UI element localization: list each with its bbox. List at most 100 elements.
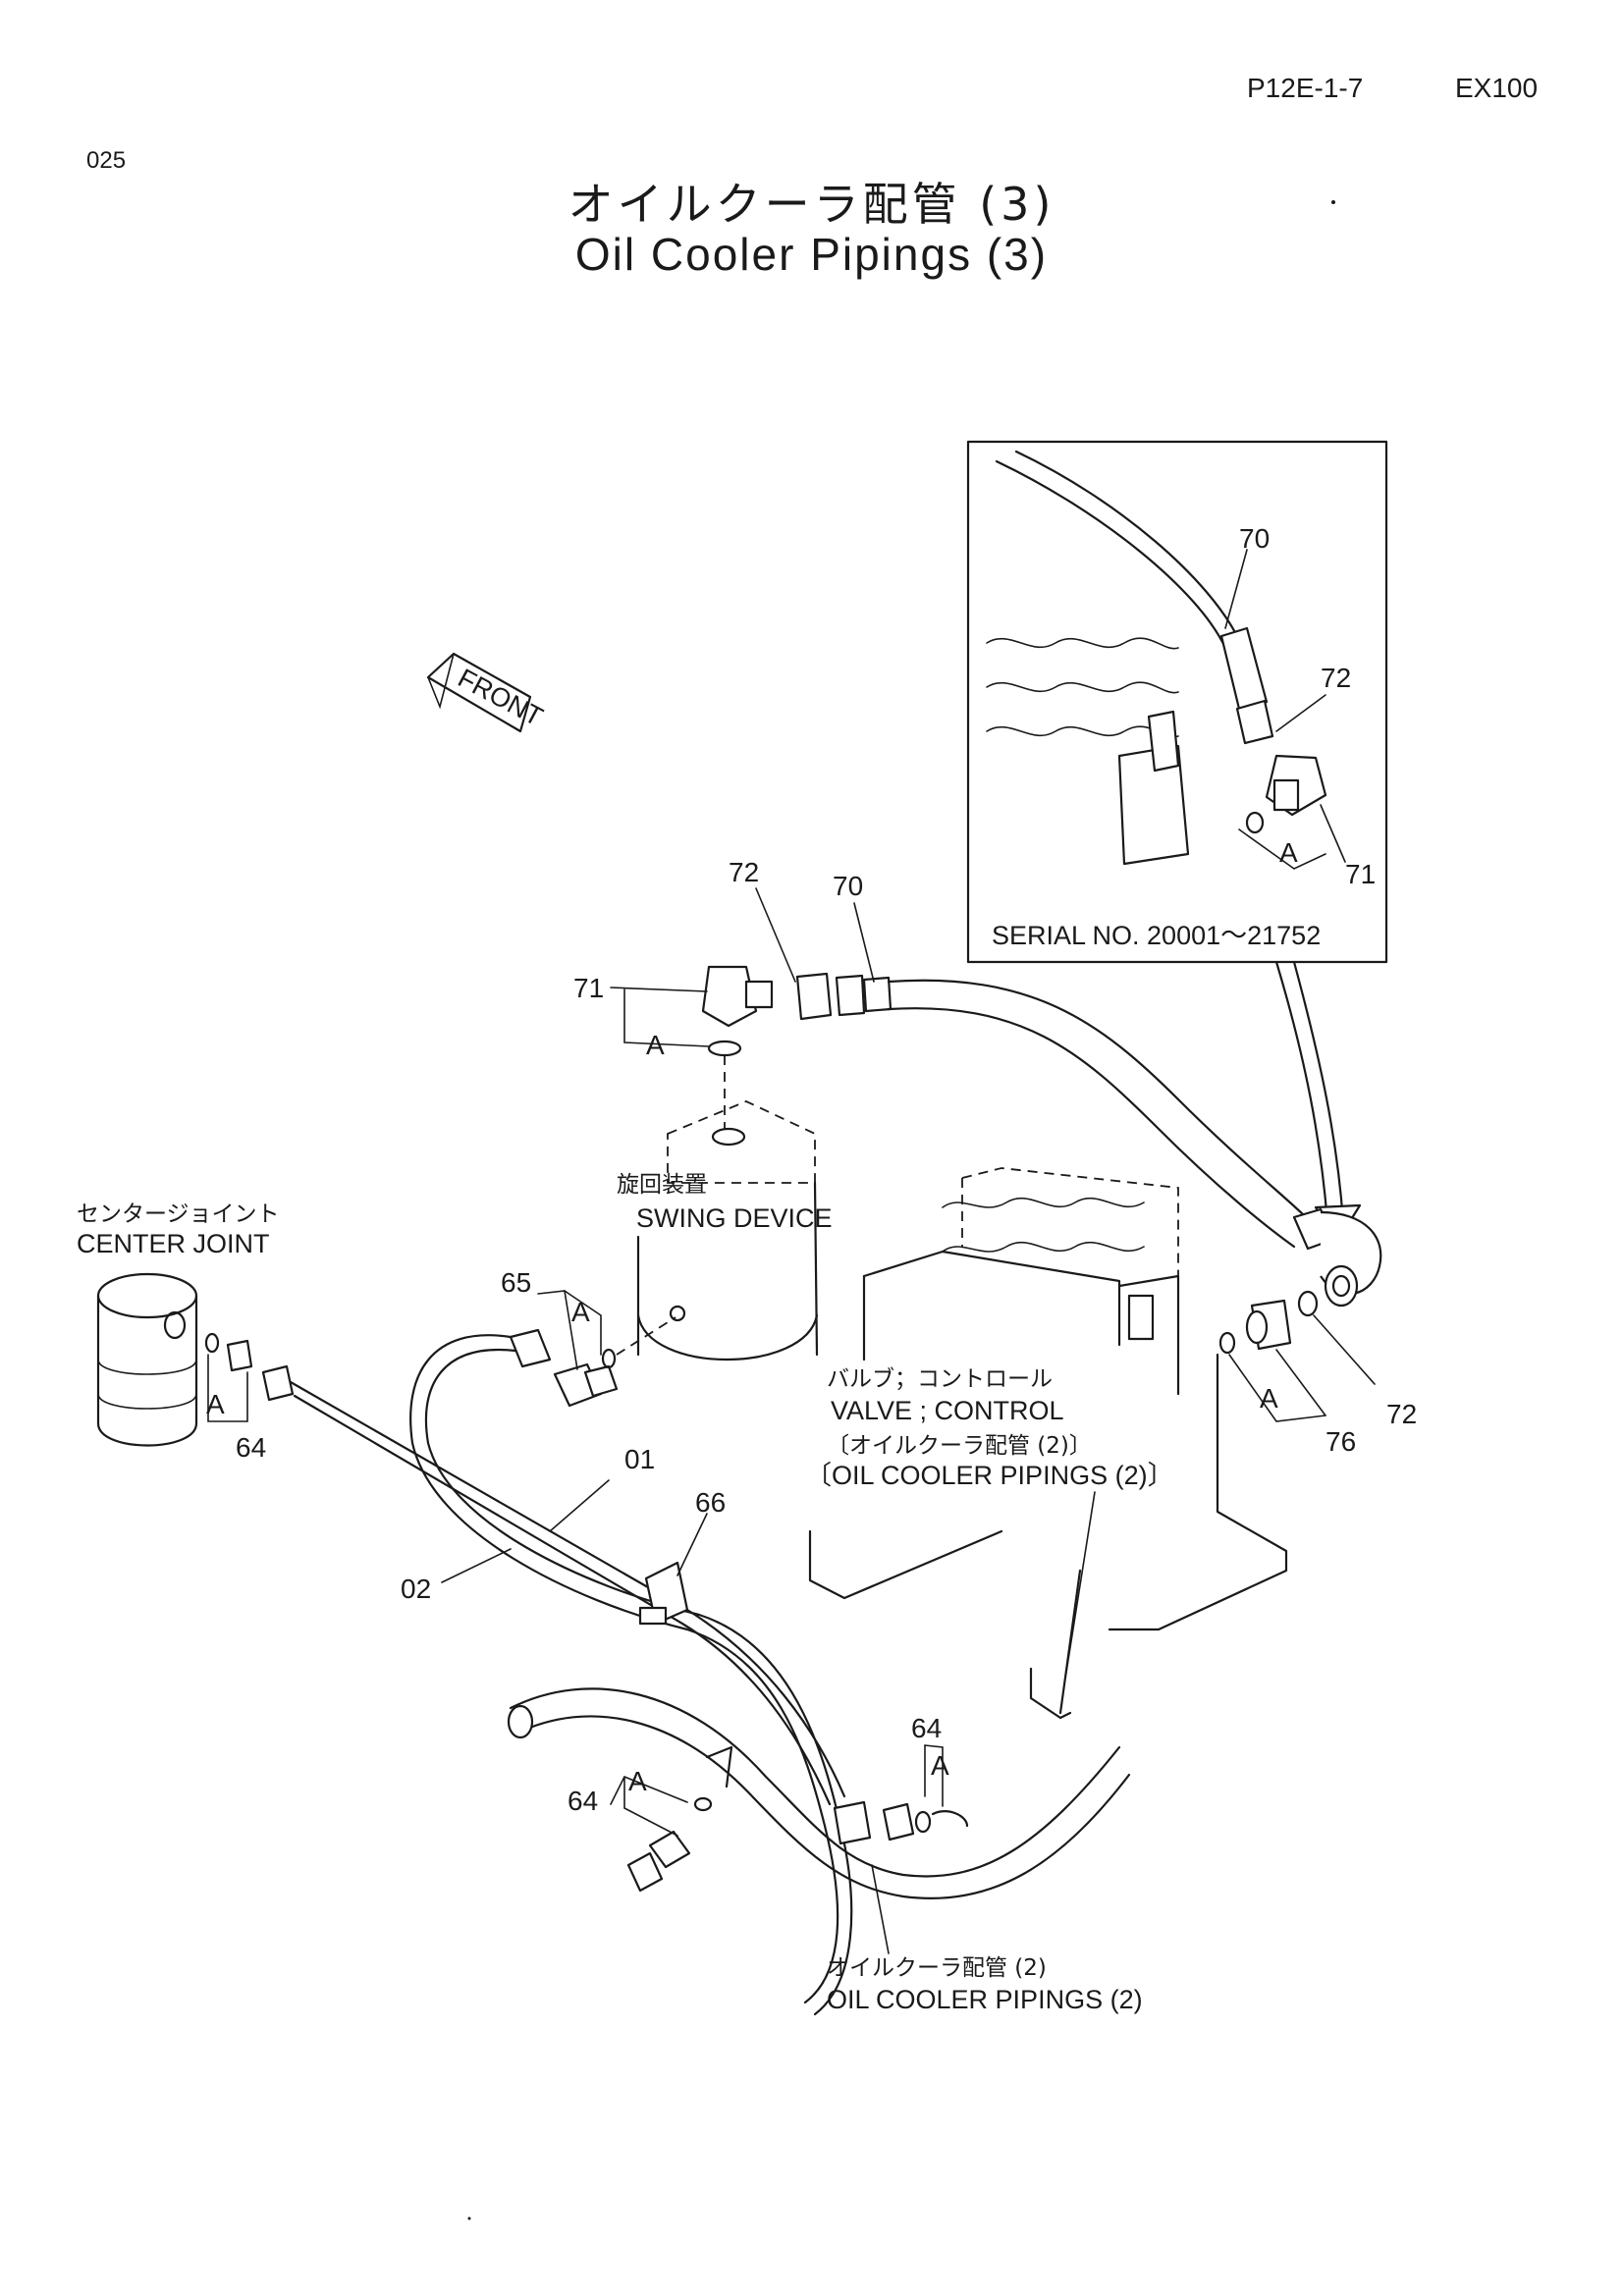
bottom-pipe-assembly: 64 A 64 A オイルクーラ配管 (2) OIL COOLER PIPING…	[507, 1687, 1143, 2014]
inset-hose-outer	[995, 459, 1227, 650]
hose-02-edge-a	[289, 1380, 846, 1798]
adapter-64-mid	[882, 1802, 915, 1842]
callout-72-top: 72	[729, 857, 759, 887]
valve-base-foot	[1029, 1667, 1072, 1720]
oil-cooler-pipe-edge-b	[514, 1715, 1131, 1900]
swing-device-label-jp: 旋回装置	[617, 1172, 707, 1198]
callout-65: 65	[501, 1267, 531, 1298]
center-joint: センタージョイント CENTER JOINT A 64	[77, 1201, 295, 1463]
swing-device-side-port	[669, 1305, 686, 1322]
valve-label-jp: バルブ；コントロール	[827, 1366, 1053, 1392]
nut-70-a	[795, 972, 833, 1021]
front-arrow-tip	[427, 653, 455, 710]
pipe-open-end	[507, 1704, 534, 1739]
swing-device: 旋回装置 SWING DEVICE	[617, 1100, 833, 1361]
inset-frame	[966, 440, 1388, 964]
o-ring-76	[1218, 1331, 1236, 1355]
callout-01: 01	[624, 1444, 655, 1474]
hose-70-end-bore	[1331, 1274, 1351, 1298]
callout-76: 76	[1325, 1426, 1356, 1457]
inset-leader-70	[1224, 549, 1248, 629]
inset-leader-71	[1238, 828, 1326, 870]
valve-wave-2	[942, 1241, 1145, 1253]
callout-64-left: 64	[236, 1432, 266, 1463]
adapter-76-assembly: A 72 76	[1218, 1290, 1417, 1457]
center-joint-label-en: CENTER JOINT	[77, 1229, 270, 1258]
swing-device-port	[711, 1127, 746, 1147]
center-joint-bottom	[96, 1421, 198, 1447]
inset-callout-72: 72	[1321, 663, 1351, 693]
o-ring-64-mid	[914, 1810, 932, 1834]
adapter-64-left	[226, 1339, 253, 1372]
o-ring-65	[601, 1348, 617, 1369]
swing-device-bottom	[636, 1313, 819, 1361]
callout-64-mid: 64	[911, 1713, 942, 1743]
elbow-65-assembly: 65 A	[501, 1267, 676, 1408]
callout-70-top: 70	[833, 871, 863, 901]
inset-hose-inner	[1014, 450, 1241, 642]
inset-leader-71b	[1320, 804, 1346, 863]
leader-64-bottom	[610, 1776, 678, 1837]
valve-block-side	[1117, 1274, 1180, 1396]
leader-a-71	[623, 988, 710, 1047]
callout-71: 71	[573, 973, 604, 1003]
elbow-71-nipple	[744, 980, 774, 1009]
elbow-65-cap	[583, 1364, 619, 1398]
leader-a-76	[1228, 1354, 1326, 1422]
valve-block-top	[862, 1250, 1121, 1347]
front-arrow-icon	[426, 652, 532, 733]
inset-core-wave-1	[986, 637, 1179, 650]
bottom-label-en: OIL COOLER PIPINGS (2)	[827, 1985, 1143, 2014]
model-name: EX100	[1455, 73, 1539, 103]
front-direction-marker: FRONT	[426, 652, 548, 733]
hose-02-edge-b	[293, 1394, 832, 1806]
valve-top-outline	[961, 1167, 1179, 1374]
inset-bolt	[1147, 710, 1180, 773]
leader-66	[676, 1513, 708, 1576]
hose-70-edge-top	[887, 979, 1308, 1219]
inset-o-ring	[1245, 811, 1265, 834]
callout-a-64-bottom: A	[628, 1766, 647, 1796]
inset-core-wave-2	[986, 681, 1179, 694]
leader-72-right	[1313, 1314, 1376, 1385]
top-pipe-assembly: 72 70 71 A	[573, 857, 1382, 1308]
leader-64-left	[207, 1354, 248, 1422]
valve-label-en: VALVE ; CONTROL	[831, 1396, 1064, 1425]
swing-device-top	[667, 1100, 816, 1184]
clip-66-tab	[638, 1606, 668, 1626]
hose-70-end-port	[1324, 1264, 1359, 1308]
nut-70-b	[835, 974, 866, 1017]
inset-callout-a: A	[1279, 837, 1298, 868]
leader-a-64-bottom	[623, 1776, 688, 1803]
center-joint-band-1	[97, 1359, 197, 1375]
o-ring-64-bottom	[693, 1796, 713, 1812]
adapter-76-face	[1245, 1309, 1269, 1345]
center-joint-top	[96, 1272, 198, 1319]
inset-pointer-line-1	[1274, 960, 1329, 1224]
leader-02	[441, 1548, 512, 1583]
leader-a-65	[564, 1290, 602, 1356]
hose-70-ferrule	[862, 976, 893, 1013]
callout-a-64-mid: A	[931, 1750, 949, 1781]
callout-a-65: A	[571, 1297, 590, 1327]
hose-01-fitting	[509, 1328, 552, 1368]
leader-bottom-label	[871, 1864, 890, 1954]
callout-a-71: A	[646, 1030, 665, 1060]
inset-serial-number: SERIAL NO. 20001～21752	[992, 921, 1321, 950]
center-joint-band-2	[97, 1393, 197, 1410]
leader-70-top	[853, 902, 875, 983]
valve-base-left	[808, 1529, 1003, 1600]
hose-70-edge-bottom	[887, 1007, 1296, 1249]
valve-base-plate	[1108, 1353, 1288, 1631]
valve-ref-label-en: 〔OIL COOLER PIPINGS (2)〕	[805, 1461, 1174, 1490]
leader-71	[610, 987, 708, 992]
leader-76	[1275, 1349, 1326, 1416]
o-ring-64-left	[204, 1332, 220, 1354]
callout-a-64-left: A	[206, 1389, 225, 1419]
fitting-64-mid-a	[833, 1800, 872, 1845]
callout-64-bottom: 64	[568, 1786, 598, 1816]
valve-ref-label-jp: 〔オイルクーラ配管 (2)〕	[827, 1433, 1092, 1459]
stray-mark-top	[1331, 200, 1335, 204]
